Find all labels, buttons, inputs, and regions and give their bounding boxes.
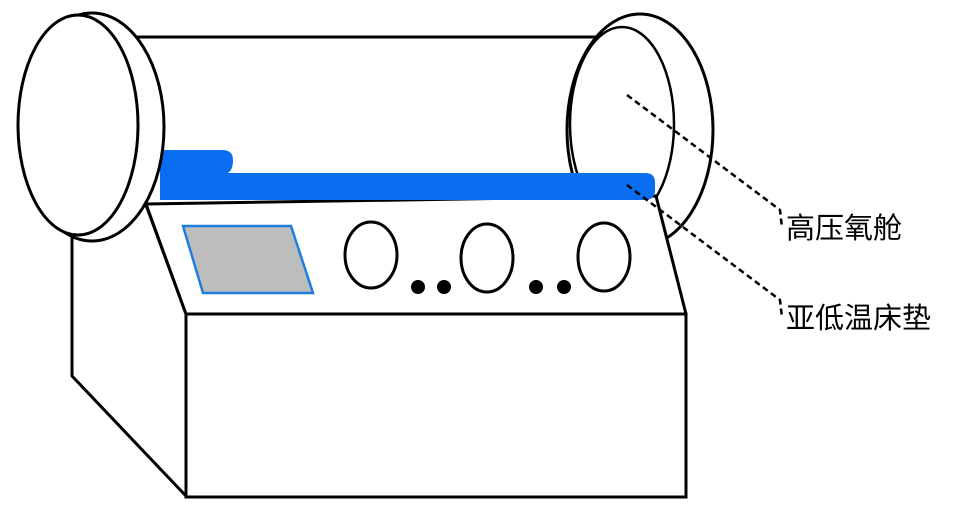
chamber-leader-line [626, 94, 784, 229]
mattress [160, 150, 655, 200]
indicator-dot [557, 280, 571, 294]
chamber-left-cap-face [16, 13, 140, 237]
chamber-cylinder-body [110, 37, 655, 200]
control-knob-1 [343, 220, 399, 290]
control-knob-3 [576, 221, 632, 293]
indicator-dot [529, 280, 543, 294]
indicator-dot [411, 280, 425, 294]
chamber-label: 高压氧舱 [786, 211, 902, 245]
control-knob-2 [459, 222, 515, 294]
mattress-leader-line [626, 184, 784, 319]
cabinet-front [184, 312, 688, 499]
indicator-dot [437, 280, 451, 294]
display-screen [181, 224, 315, 295]
mattress-label: 亚低温床垫 [786, 301, 931, 335]
